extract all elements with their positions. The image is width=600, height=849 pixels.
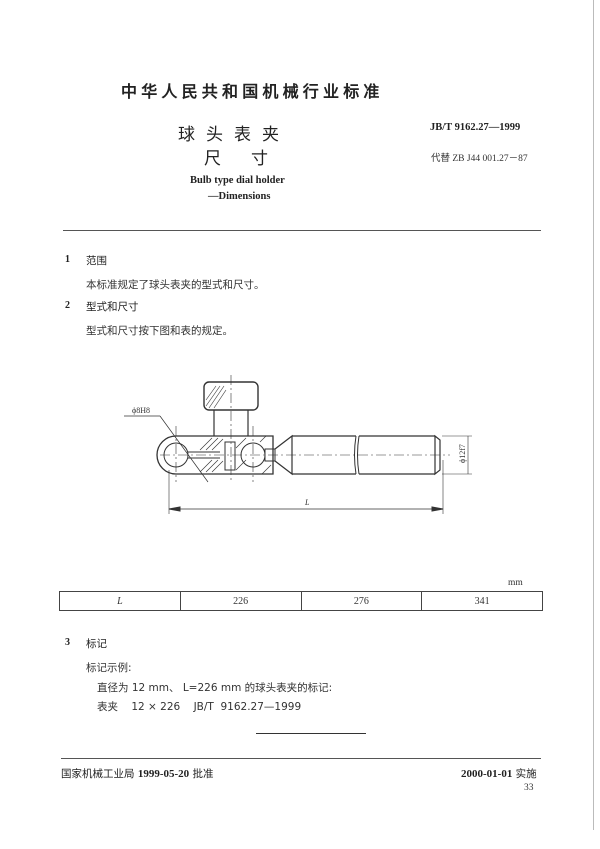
- footer-approval: 国家机械工业局 1999-05-20 批准: [61, 766, 214, 781]
- section-2-body: 型式和尺寸按下图和表的规定。: [86, 325, 233, 337]
- title-en-line1: Bulb type dial holder: [190, 175, 285, 186]
- marking-example-code: 表夹 12 × 226 JB/T 9162.27—1999: [97, 701, 302, 713]
- section-1-body: 本标准规定了球头表夹的型式和尺寸。: [86, 279, 265, 291]
- table-cell: 341: [421, 591, 543, 611]
- length-dimension-label: L: [304, 498, 310, 507]
- page-number: 33: [524, 783, 534, 793]
- dimensions-table: L 226 276 341: [59, 591, 543, 611]
- footer-implementation: 2000-01-01 实施: [461, 766, 537, 781]
- issuer: 国家机械工业局: [61, 768, 135, 780]
- table-row: L 226 276 341: [59, 591, 543, 611]
- table-cell: 226: [179, 591, 302, 611]
- table-label-cell: L: [59, 591, 181, 611]
- section-1-title: 范围: [86, 255, 107, 267]
- approve-date: 1999-05-20: [137, 768, 190, 780]
- diameter-tolerance-label: ϕ12f7: [458, 444, 467, 463]
- marking-example-description: 直径为 12 mm、 L=226 mm 的球头表夹的标记:: [97, 682, 333, 694]
- title-cn-line2: 尺寸: [204, 149, 298, 169]
- section-3-title: 标记: [86, 638, 107, 650]
- table-cell: 276: [300, 591, 423, 611]
- approve-label: 批准: [192, 768, 214, 780]
- title-cn-line1: 球头表夹: [178, 125, 290, 145]
- marking-example-label: 标记示例:: [86, 662, 132, 674]
- section-1-number: 1: [65, 254, 70, 265]
- replaces-note: 代替 ZB J44 001.27－87: [431, 154, 528, 164]
- section-3-number: 3: [65, 637, 70, 648]
- title-en-line2: —Dimensions: [208, 191, 271, 202]
- header-divider: [63, 230, 541, 231]
- scan-edge-line: [593, 0, 594, 830]
- implement-date: 2000-01-01: [461, 768, 513, 780]
- implement-label: 实施: [515, 768, 537, 780]
- standard-number: JB/T 9162.27—1999: [430, 122, 521, 133]
- end-divider: [256, 733, 366, 734]
- footer-divider: [61, 758, 541, 759]
- table-unit: mm: [508, 578, 523, 588]
- holder-technical-drawing: ϕ8H8 ϕ12f7 L: [124, 375, 472, 514]
- bore-tolerance-label: ϕ8H8: [132, 406, 150, 415]
- section-2-number: 2: [65, 300, 70, 311]
- section-2-title: 型式和尺寸: [86, 301, 139, 313]
- standard-body-heading: 中华人民共和国机械行业标准: [121, 82, 384, 101]
